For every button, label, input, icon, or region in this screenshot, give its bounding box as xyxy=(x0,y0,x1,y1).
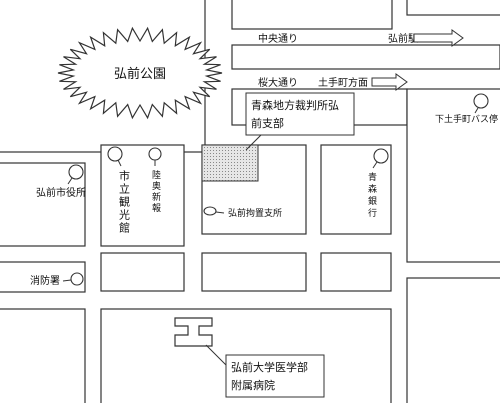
place-label-detention: 弘前拘置支所 xyxy=(228,207,282,219)
place-label-bus-stop: 下土手町バス停 xyxy=(435,113,498,125)
park-shape xyxy=(57,26,223,120)
hospital-callout-line xyxy=(205,344,227,366)
city-hall-marker-icon xyxy=(67,164,84,185)
court-callout-line2: 前支部 xyxy=(251,116,284,130)
block-right-column xyxy=(406,88,500,263)
block-mid-3 xyxy=(320,252,392,292)
aomori-bank-marker-icon xyxy=(372,148,389,169)
arrow-to-station-icon xyxy=(413,29,464,47)
place-label-fire-station: 消防署 xyxy=(30,274,60,287)
block-top-strip xyxy=(231,0,393,30)
vertical-label-kankokan: 市立観光館 xyxy=(118,169,131,235)
direction-label-dotemachi: 土手町方面 xyxy=(318,76,368,89)
block-bottom-right xyxy=(406,277,500,403)
arrow-to-dotemachi-icon xyxy=(371,73,408,91)
detention-marker-icon xyxy=(203,206,225,216)
park-label: 弘前公園 xyxy=(114,66,166,82)
street-label-sakura-odori: 桜大通り xyxy=(258,76,298,89)
hospital-callout-box xyxy=(225,354,325,398)
block-upper-mid xyxy=(231,44,500,70)
hospital-callout-line1: 弘前大学医学部 xyxy=(231,360,308,374)
direction-label-hirosaki-station: 弘前駅 xyxy=(388,32,418,45)
place-label-city-hall: 弘前市役所 xyxy=(36,186,86,199)
court-building xyxy=(201,144,259,182)
court-callout-line xyxy=(245,133,263,151)
bus-stop-marker-icon xyxy=(473,93,489,114)
hospital-callout-line2: 附属病院 xyxy=(231,378,275,392)
court-callout-line1: 青森地方裁判所弘 xyxy=(251,98,339,112)
mutsu-shinpo-marker-icon xyxy=(148,147,162,166)
kankokan-marker-icon xyxy=(107,146,123,167)
block-mid-2 xyxy=(201,252,307,292)
vertical-label-mutsu-shinpo: 陸奥新報 xyxy=(150,169,161,214)
block-mid-1 xyxy=(100,252,185,292)
court-callout-box xyxy=(245,92,355,136)
vertical-label-aomori-bank: 青森銀行 xyxy=(366,171,377,220)
street-label-chuo-dori: 中央通り xyxy=(258,32,298,45)
fire-station-marker-icon xyxy=(62,272,84,286)
block-kankokan xyxy=(100,144,185,247)
block-bottom-left xyxy=(0,308,86,403)
hospital-building xyxy=(174,317,213,347)
block-top-strip-right xyxy=(406,0,500,16)
